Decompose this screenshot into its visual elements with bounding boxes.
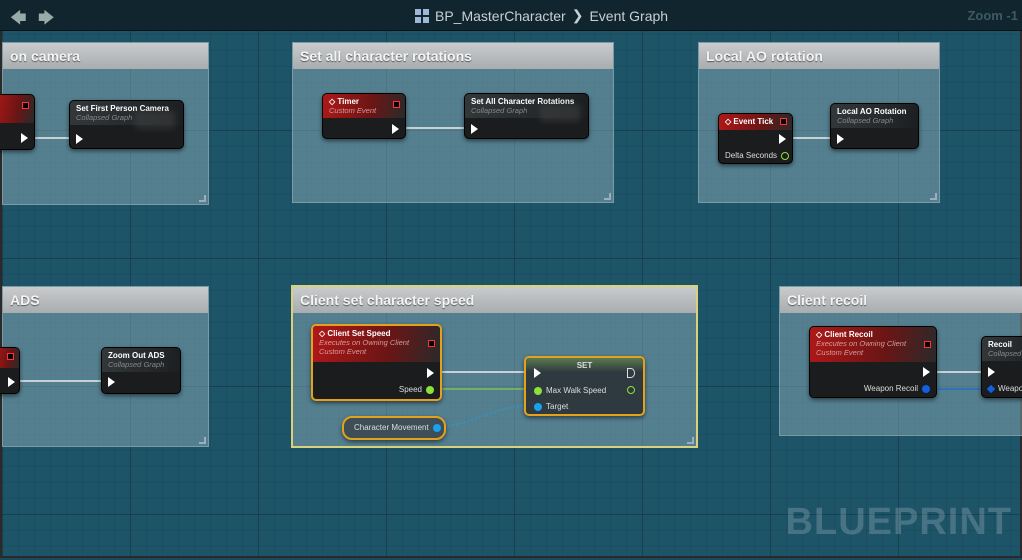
recoil-node[interactable]: RecoilCollapsedWeapon [981,336,1022,398]
character-movement-node[interactable]: Character Movement [342,416,446,440]
float-out-pin[interactable] [627,386,635,394]
resize-grip[interactable] [199,195,206,202]
exec-in-pin[interactable] [108,377,115,387]
resize-grip[interactable] [930,193,937,200]
breadcrumb: BP_MasterCharacter ❯ Event Graph [415,7,668,24]
exec-out-pin[interactable] [923,367,930,377]
weapon-pin[interactable] [986,384,996,393]
exec-in-pin[interactable] [837,134,844,144]
forward-arrow-icon[interactable]: 🡆 [38,10,55,27]
zoom-level: Zoom -1 [967,8,1018,23]
object-wire [435,404,537,429]
exec-out-pin[interactable] [427,368,434,378]
exec-out-pin[interactable] [779,134,786,144]
exec-in-pin[interactable] [471,124,478,134]
exec-in-pin[interactable] [76,134,83,144]
exec-out-pin[interactable] [392,124,399,134]
breadcrumb-leaf: Event Graph [589,7,669,24]
partial-event-node[interactable] [0,347,20,394]
exec-in-pin[interactable] [534,368,541,378]
float-pin[interactable] [781,151,790,160]
blueprint-watermark: BLUEPRINT [785,501,1012,543]
resize-grip[interactable] [604,193,611,200]
exec-out-pin[interactable] [627,368,635,378]
resize-grip[interactable] [199,437,206,444]
breadcrumb-root[interactable]: BP_MasterCharacter [435,7,566,24]
graph-header: 🡄 🡆 BP_MasterCharacter ❯ Event Graph Zoo… [0,0,1022,31]
blueprint-icon [415,8,429,23]
chevron-right-icon: ❯ [571,7,584,23]
exec-in-pin[interactable] [988,367,995,377]
resize-grip[interactable] [687,437,694,444]
speed-pin[interactable] [426,385,434,394]
weapon-recoil-pin[interactable] [922,384,930,393]
object-pin[interactable] [432,423,441,432]
target-pin[interactable] [534,402,542,411]
back-arrow-icon[interactable]: 🡄 [10,10,27,27]
partial-event-node[interactable] [0,94,35,150]
max-walk-speed-pin[interactable] [534,386,542,395]
